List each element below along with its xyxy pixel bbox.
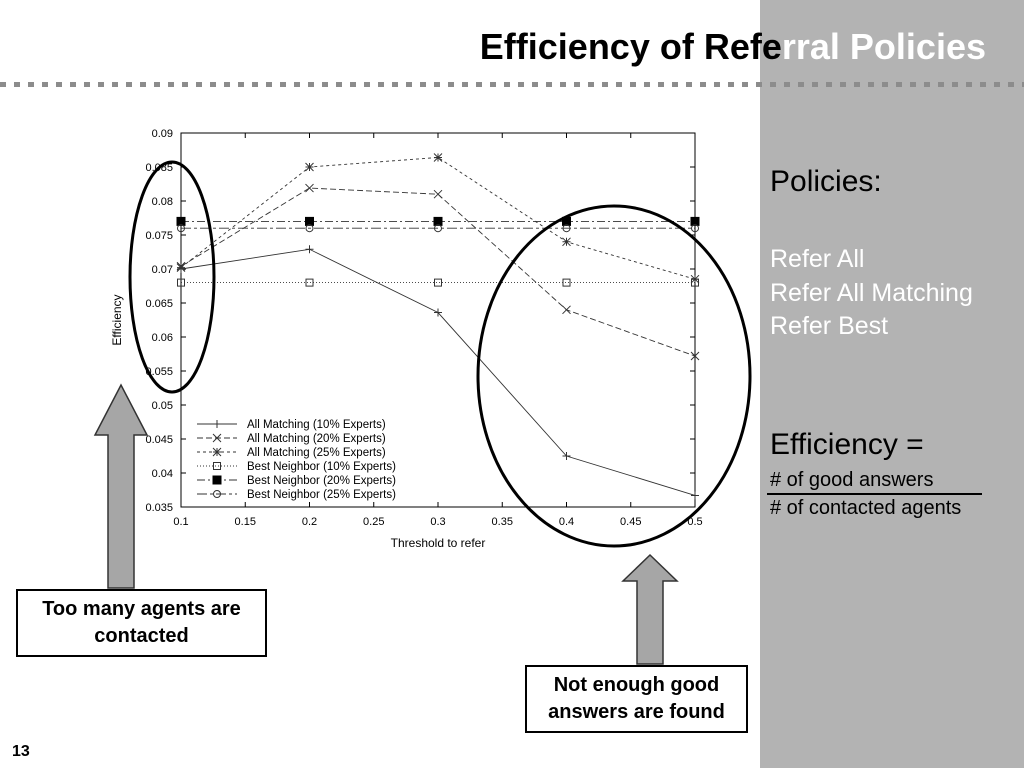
data-point: [434, 308, 442, 317]
data-point: [305, 278, 314, 287]
legend-marker: [212, 475, 222, 485]
slide-title-dark: Efficiency of Refe: [479, 26, 782, 67]
data-point: [305, 162, 314, 172]
callout-too-many-agents: Too many agents are contacted: [16, 589, 267, 657]
data-point: [433, 216, 443, 226]
callout-not-enough-answers: Not enough good answers are found: [525, 665, 748, 733]
dotted-rule: [0, 82, 1024, 87]
x-tick-label: 0.5: [687, 516, 702, 528]
data-point: [562, 224, 571, 233]
x-tick-label: 0.35: [492, 516, 513, 528]
legend-entry: All Matching (10% Experts): [247, 419, 386, 431]
data-point: [691, 491, 699, 500]
x-tick-label: 0.4: [559, 516, 574, 528]
policy-refer-all: Refer All: [770, 245, 865, 273]
page-number: 13: [12, 743, 30, 760]
legend-marker: [213, 420, 221, 428]
y-tick-label: 0.075: [145, 230, 173, 242]
data-point: [305, 216, 314, 226]
x-tick-label: 0.45: [620, 516, 641, 528]
series-line-3: [180, 157, 696, 280]
data-point: [177, 224, 185, 233]
series-line-2: [180, 187, 696, 357]
legend-entry: Best Neighbor (20% Experts): [247, 475, 396, 487]
data-point: [562, 278, 571, 287]
data-point: [691, 224, 699, 233]
data-point: [562, 452, 571, 460]
policy-refer-best: Refer Best: [770, 312, 889, 340]
right-panel: [760, 0, 1024, 768]
fraction-bar: [767, 493, 982, 495]
data-point: [433, 153, 443, 162]
arrow-up-right-icon: [621, 553, 679, 665]
data-point: [433, 189, 443, 199]
legend-entry: All Matching (20% Experts): [247, 433, 386, 445]
y-tick-label: 0.06: [152, 332, 173, 344]
data-point: [434, 278, 442, 287]
legend-entry: Best Neighbor (10% Experts): [247, 461, 396, 473]
data-point: [434, 224, 442, 233]
y-tick-label: 0.035: [145, 502, 173, 514]
efficiency-heading: Efficiency =: [770, 428, 924, 461]
data-point: [691, 278, 699, 287]
legend-entry: Best Neighbor (25% Experts): [247, 489, 396, 501]
y-tick-label: 0.055: [145, 366, 173, 378]
data-point: [690, 216, 700, 226]
x-tick-label: 0.15: [235, 516, 256, 528]
y-tick-label: 0.05: [152, 400, 173, 412]
data-point: [305, 224, 314, 233]
data-point: [305, 183, 314, 193]
data-point: [690, 351, 700, 361]
slide-title: Efficiency of Referral Policies: [480, 26, 986, 68]
y-tick-label: 0.04: [152, 468, 173, 480]
y-tick-label: 0.065: [145, 298, 173, 310]
highlight-ellipse-left: [128, 160, 216, 394]
efficiency-denominator: # of contacted agents: [770, 497, 962, 519]
y-axis-label: Efficiency: [110, 294, 124, 345]
slide-title-light: rral Policies: [781, 26, 986, 67]
y-tick-label: 0.08: [152, 196, 173, 208]
legend-marker: [213, 490, 221, 498]
x-tick-label: 0.1: [173, 516, 188, 528]
legend-entry: All Matching (25% Experts): [247, 447, 386, 459]
policy-refer-all-matching: Refer All Matching: [770, 279, 973, 307]
arrow-up-left-icon: [93, 383, 149, 589]
x-tick-label: 0.25: [363, 516, 384, 528]
data-point: [176, 263, 186, 272]
legend-marker: [212, 433, 222, 443]
y-tick-label: 0.07: [152, 264, 173, 276]
legend-marker: [212, 447, 222, 457]
data-point: [176, 216, 186, 226]
policies-heading: Policies:: [770, 165, 882, 198]
x-tick-label: 0.2: [302, 516, 317, 528]
x-axis-label: Threshold to refer: [391, 536, 486, 550]
data-point: [562, 305, 571, 315]
highlight-ellipse-right: [476, 204, 752, 548]
legend-marker: [213, 462, 221, 470]
efficiency-numerator: # of good answers: [770, 469, 934, 491]
y-tick-label: 0.09: [152, 128, 173, 140]
data-point: [305, 245, 314, 254]
data-point: [562, 237, 571, 247]
x-tick-label: 0.3: [430, 516, 445, 528]
y-tick-label: 0.045: [145, 434, 173, 446]
data-point: [177, 278, 185, 287]
